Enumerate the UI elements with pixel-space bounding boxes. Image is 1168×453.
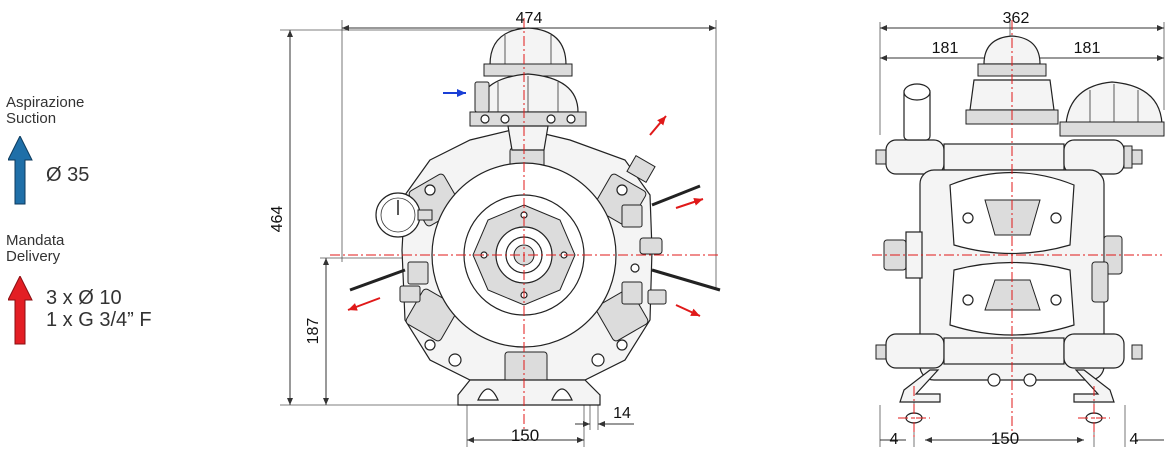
suction-arrow-icon [8,136,33,205]
suction-label-en: Suction [6,110,57,127]
side-dim-hole-left-text: 4 [890,431,899,448]
side-dim-width-text: 362 [1003,10,1030,27]
suction-label-it: Aspirazione [6,94,85,111]
side-dim-half-right-text: 181 [1074,40,1101,57]
delivery-label-en: Delivery [6,248,61,265]
delivery-arrow-icon [8,276,33,345]
outlet-flow-arrow-1 [649,115,667,136]
side-dim-hole-right-text: 4 [1130,431,1139,448]
dim-width-text: 474 [516,10,543,27]
outlet-flow-arrow-3 [675,304,701,317]
side-base-left [899,369,941,403]
dim-height-text: 464 [269,206,286,233]
outlet-flow-arrow-4 [347,297,381,311]
dim-base-text: 150 [511,426,539,445]
side-upper-manifold [875,83,1143,175]
delivery-size-line1: 3 x Ø 10 [46,287,122,309]
suction-size: Ø 35 [46,164,90,186]
side-dim-base-text: 150 [991,429,1019,448]
delivery-outlets [349,155,721,305]
top-accumulator [469,27,587,151]
pressure-gauge [375,192,433,238]
front-view: 474 464 187 150 14 [269,10,721,447]
side-view: 362 181 181 150 4 4 [872,10,1165,448]
side-accumulator-right [1059,81,1165,137]
dim-thickness-text: 14 [613,405,631,422]
delivery-label-it: Mandata [6,232,65,249]
base-foot [457,379,601,406]
side-dim-half-left-text: 181 [932,40,959,57]
dim-shaft-text: 187 [305,318,322,345]
delivery-size-line2: 1 x G 3/4” F [46,309,152,331]
side-lower-manifold [875,333,1143,369]
outlet-flow-arrow-2 [675,198,704,209]
